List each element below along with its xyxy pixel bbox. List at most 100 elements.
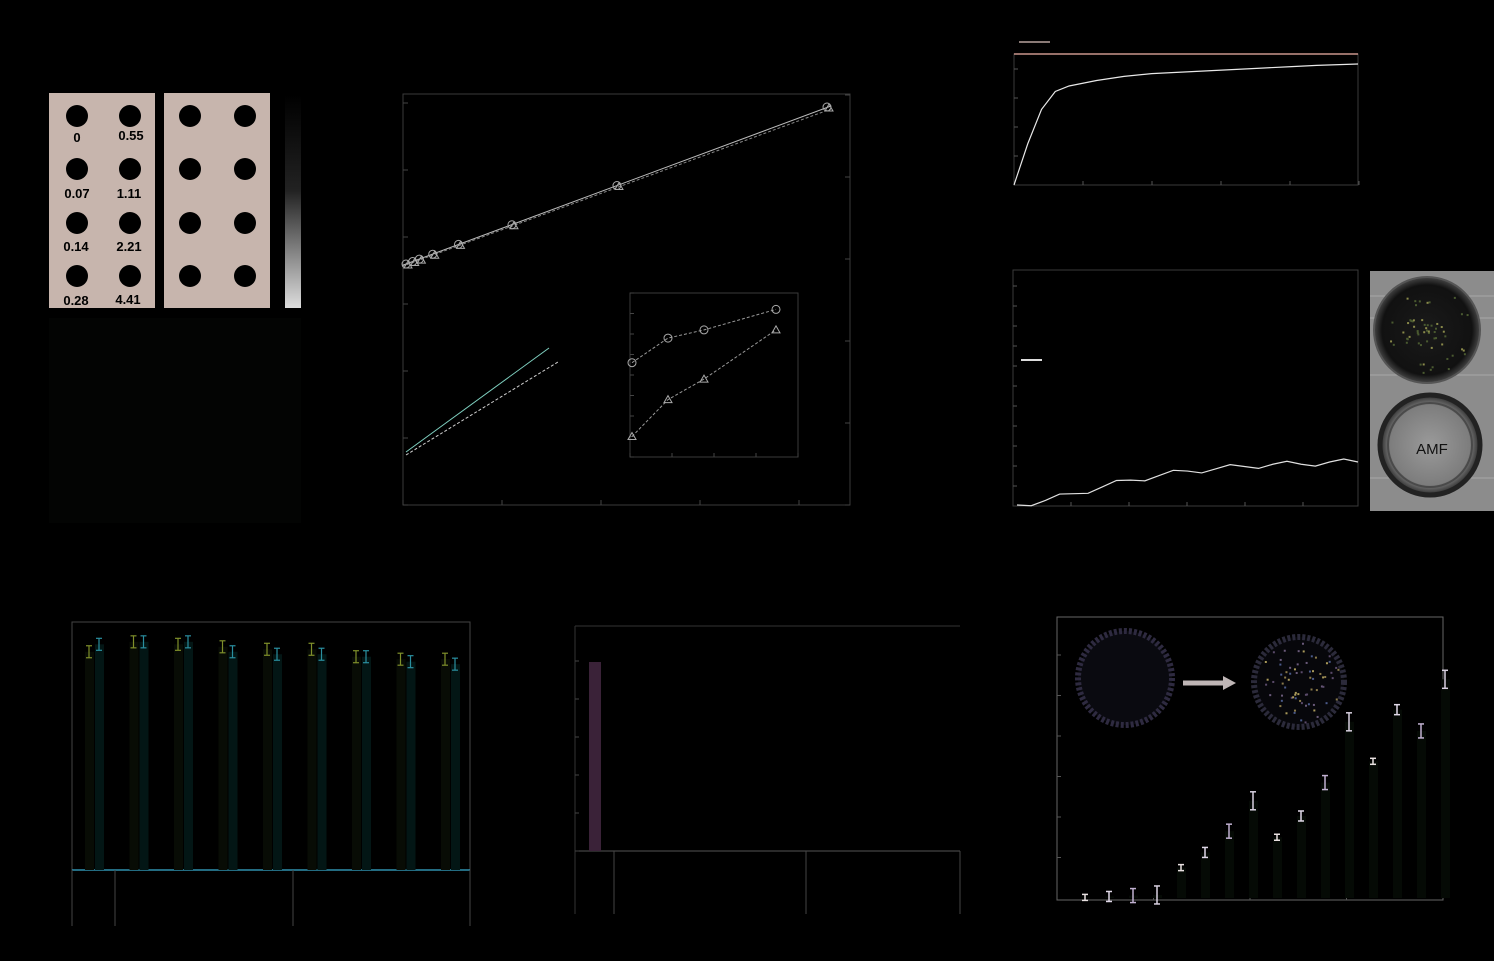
cell-spot bbox=[1433, 337, 1436, 340]
cell-spot bbox=[1280, 699, 1283, 702]
cell-spot bbox=[1419, 344, 1422, 347]
cell-spot bbox=[1444, 335, 1447, 338]
phantom-well bbox=[179, 105, 201, 127]
cell-dish-before-ring bbox=[1075, 628, 1175, 728]
phantom-well bbox=[66, 158, 88, 180]
cell-spot bbox=[1306, 693, 1309, 696]
phantom-well bbox=[66, 265, 88, 287]
cell-spot bbox=[1304, 721, 1307, 724]
cell-spot bbox=[1390, 340, 1393, 343]
cell-spot bbox=[1284, 676, 1287, 679]
single-bar-chart bbox=[574, 625, 961, 914]
cell-spot bbox=[1426, 340, 1429, 343]
error-bar-chart bbox=[1056, 616, 1450, 905]
cell-spot bbox=[1279, 705, 1282, 708]
phantom-well bbox=[234, 158, 256, 180]
after-dish-spots bbox=[1264, 642, 1340, 724]
bar bbox=[1393, 709, 1402, 898]
fit-line-dashed bbox=[401, 108, 832, 267]
cell-spot bbox=[1297, 693, 1300, 696]
cell-spot bbox=[1297, 650, 1300, 653]
data-point-triangle bbox=[455, 240, 466, 249]
cell-spot bbox=[1301, 642, 1304, 645]
bar bbox=[139, 641, 149, 870]
cell-spot bbox=[1295, 671, 1298, 674]
bar bbox=[589, 662, 601, 851]
bar bbox=[1345, 721, 1354, 898]
control-dish-spots bbox=[1390, 296, 1469, 374]
main-plot-frame bbox=[402, 93, 851, 506]
phantom-well bbox=[234, 265, 256, 287]
phantom-well bbox=[66, 105, 88, 127]
cell-dish-before bbox=[1075, 628, 1175, 728]
inset-point-circle bbox=[771, 304, 781, 314]
cell-spot bbox=[1451, 354, 1454, 357]
amf-dish bbox=[1377, 392, 1483, 498]
bar bbox=[1249, 800, 1258, 898]
cell-spot bbox=[1293, 711, 1296, 714]
inset-plot-frame bbox=[629, 292, 799, 458]
cell-spot bbox=[1426, 301, 1429, 304]
cell-spot bbox=[1428, 301, 1431, 304]
bar bbox=[396, 659, 406, 870]
cell-spot bbox=[1315, 689, 1318, 692]
cell-spot bbox=[1417, 333, 1420, 336]
cell-spot bbox=[1409, 319, 1412, 322]
cell-spot bbox=[1411, 320, 1414, 323]
phantom-well bbox=[66, 212, 88, 234]
phantom-well bbox=[119, 265, 141, 287]
bar bbox=[218, 646, 228, 870]
phantom-wells bbox=[66, 105, 256, 287]
phantom-label-right-2: 2.21 bbox=[116, 239, 141, 254]
grouped-bar-marks bbox=[85, 635, 460, 870]
inset-point-circle bbox=[663, 333, 673, 343]
cell-spot bbox=[1299, 699, 1302, 702]
cell-spot bbox=[1392, 343, 1395, 346]
cell-spot bbox=[1328, 660, 1331, 663]
cell-spot bbox=[1285, 671, 1288, 674]
cell-spot bbox=[1421, 319, 1424, 322]
cell-spot bbox=[1289, 672, 1292, 675]
cell-spot bbox=[1325, 662, 1328, 665]
cell-spot bbox=[1285, 712, 1288, 715]
cell-spot bbox=[1272, 651, 1275, 654]
amf-label: AMF bbox=[1416, 441, 1448, 458]
phantom-label-left-1: 0.07 bbox=[64, 186, 89, 201]
cell-spot bbox=[1294, 691, 1297, 694]
phantom-well bbox=[119, 105, 141, 127]
data-point-triangle bbox=[614, 181, 624, 190]
cell-spot bbox=[1322, 685, 1325, 688]
cell-spot bbox=[1280, 673, 1283, 676]
cell-spot bbox=[1418, 300, 1421, 303]
cell-spot bbox=[1460, 313, 1463, 316]
cell-spot bbox=[1466, 314, 1469, 317]
cell-spot bbox=[1308, 670, 1311, 673]
saturation-marks bbox=[1013, 63, 1360, 186]
cell-spot bbox=[1284, 686, 1287, 689]
cell-spot bbox=[1413, 325, 1416, 328]
heating-curve-plot bbox=[1012, 269, 1359, 507]
cell-spot bbox=[1425, 327, 1428, 330]
inset-series-line bbox=[631, 329, 777, 437]
cell-spot bbox=[1312, 670, 1315, 673]
cell-spot bbox=[1292, 696, 1295, 699]
phantom-well bbox=[119, 158, 141, 180]
cell-spot bbox=[1447, 368, 1450, 371]
cell-spot bbox=[1331, 677, 1334, 680]
grouped-bar-chart bbox=[71, 621, 471, 926]
cell-spot bbox=[1406, 297, 1409, 300]
inset-point-triangle bbox=[663, 394, 673, 404]
cell-spot bbox=[1412, 319, 1415, 322]
cell-spot bbox=[1430, 324, 1433, 327]
cell-dish-after-ring bbox=[1251, 634, 1347, 730]
cell-spot bbox=[1324, 675, 1327, 678]
cell-spot bbox=[1330, 671, 1333, 674]
bar bbox=[1201, 852, 1210, 898]
saturation-plot-frame bbox=[1013, 53, 1359, 186]
cell-spot bbox=[1300, 719, 1303, 722]
bar bbox=[184, 641, 193, 870]
cell-spot bbox=[1312, 677, 1315, 680]
cell-spot bbox=[1313, 709, 1316, 712]
bar bbox=[1177, 867, 1186, 898]
